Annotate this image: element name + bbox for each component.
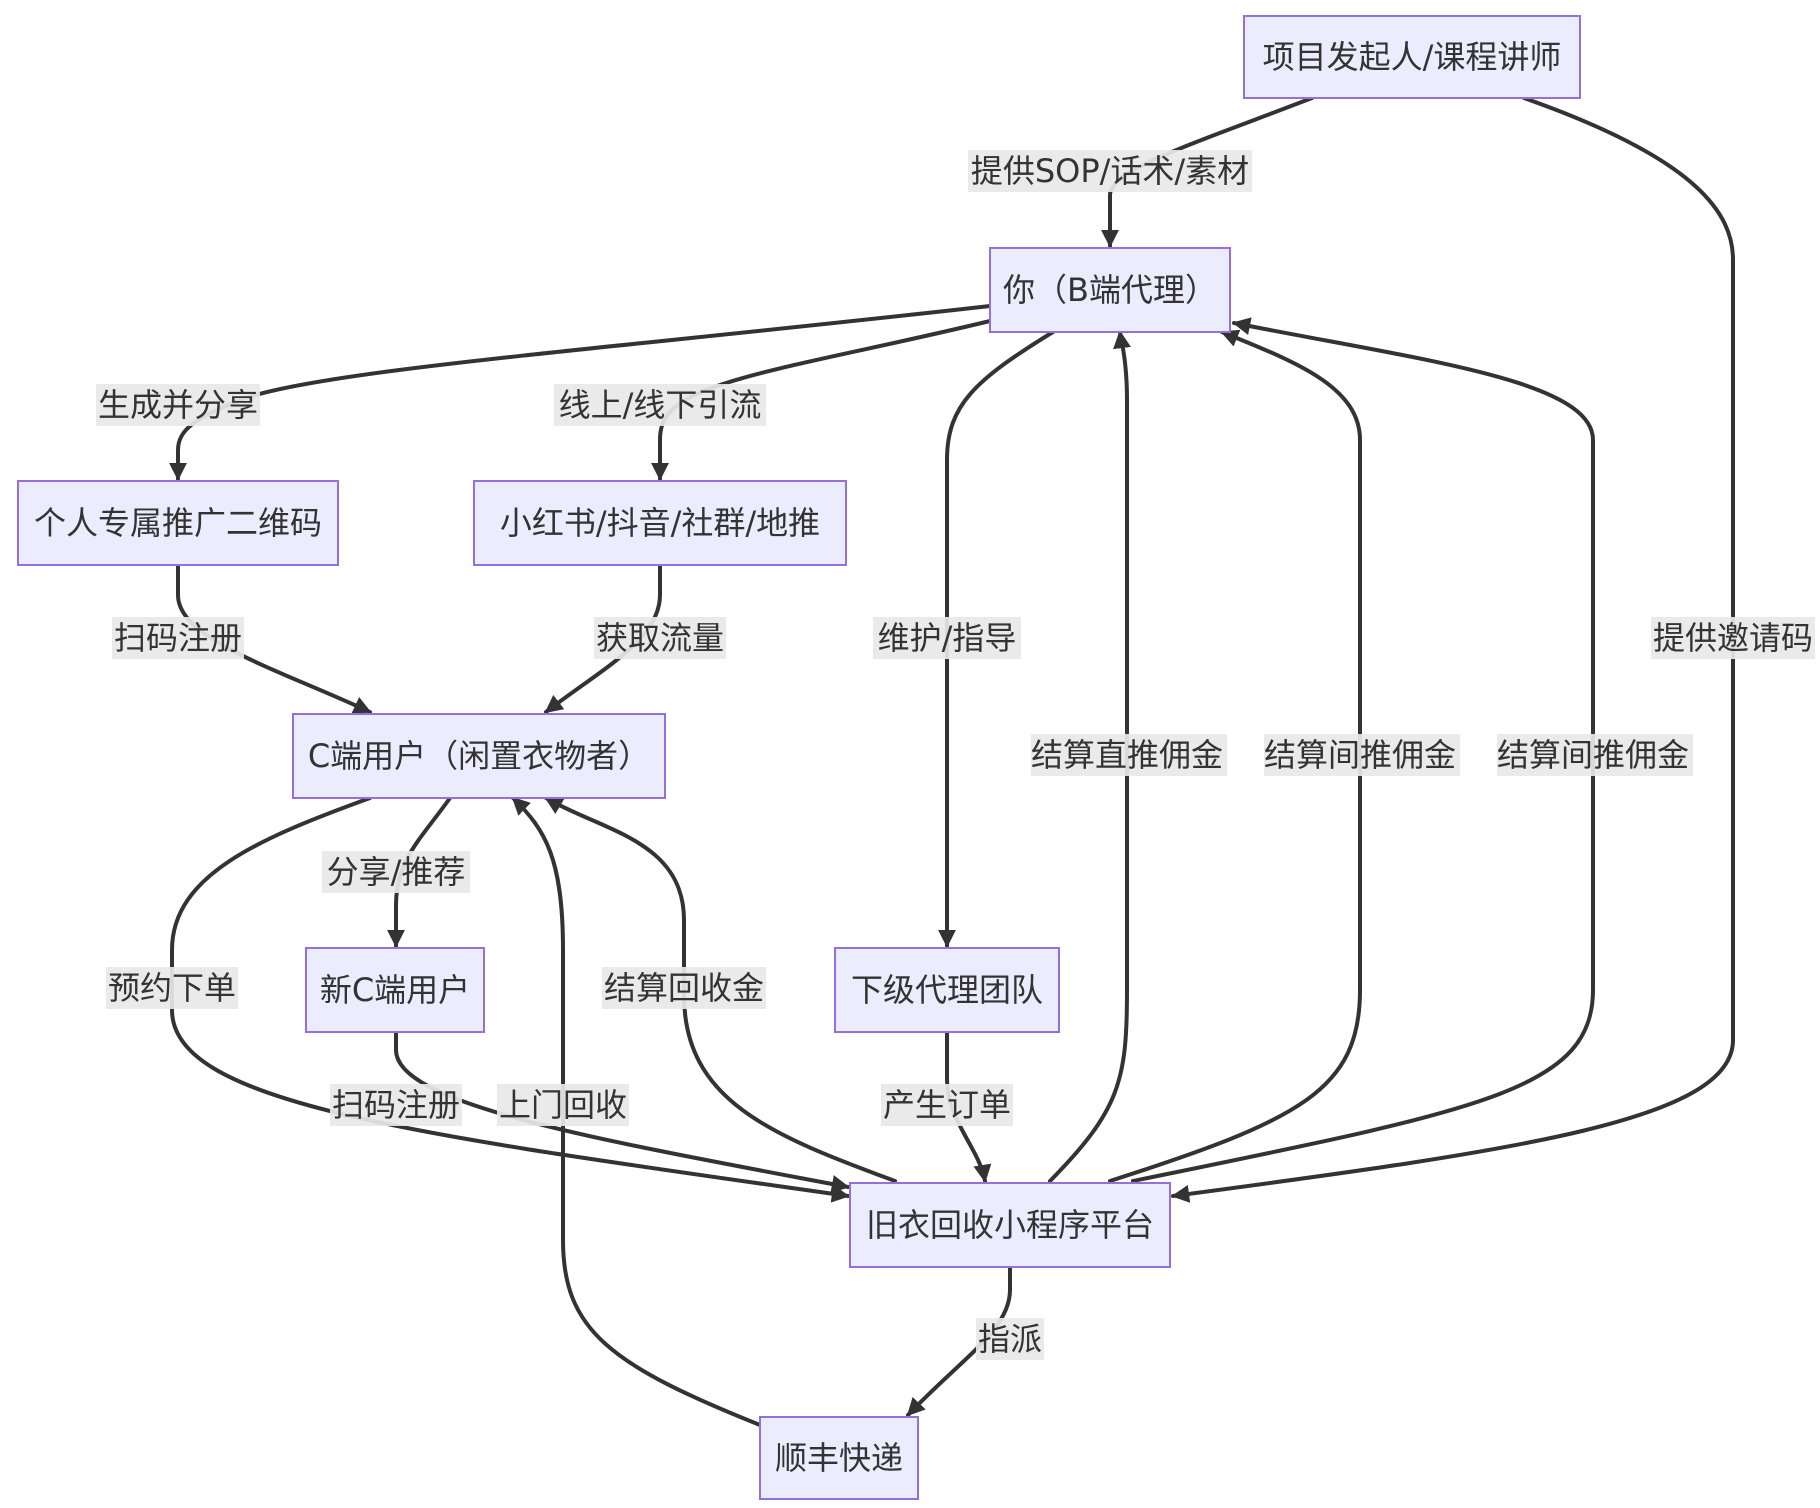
label-background (602, 967, 766, 1009)
edge-label-text: 结算间推佣金 (1264, 736, 1456, 774)
edge-label-e6: 扫码注册 (112, 617, 244, 659)
node-box (834, 947, 1060, 1033)
label-background (1651, 617, 1815, 659)
node-label: 项目发起人/课程讲师 (1263, 38, 1562, 76)
node-platform[interactable]: 旧衣回收小程序平台 (849, 1182, 1171, 1268)
edges (169, 96, 1735, 1427)
edge-label-text: 指派 (978, 1320, 1042, 1358)
edge-label-e10: 扫码注册 (330, 1084, 462, 1126)
node-newc[interactable]: 新C端用户 (305, 947, 485, 1033)
label-background (1031, 734, 1227, 776)
node-box (17, 480, 339, 566)
edge-label-e8: 分享/推荐 (322, 851, 470, 893)
node-box (759, 1416, 919, 1500)
label-background (968, 150, 1252, 192)
node-label: 个人专属推广二维码 (34, 504, 322, 542)
edge-labels: 提供SOP/话术/素材 提供邀请码 生成并分享 线上/线下引流 维护/指导 扫码… (96, 150, 1815, 1360)
label-background (1264, 734, 1460, 776)
edge-label-text: 生成并分享 (98, 386, 258, 424)
label-background (881, 1084, 1013, 1126)
node-box (989, 247, 1231, 333)
edge-label-e11: 产生订单 (881, 1084, 1013, 1126)
edge-label-text: 产生订单 (883, 1086, 1011, 1124)
edge-platform-to-agent-indirect-2 (1131, 317, 1595, 1183)
node-express[interactable]: 顺丰快递 (759, 1416, 919, 1500)
edge-label-e4: 线上/线下引流 (554, 384, 766, 426)
node-box (849, 1182, 1171, 1268)
label-background (976, 1318, 1044, 1360)
edge-label-text: 扫码注册 (114, 619, 242, 657)
node-label: 新C端用户 (320, 971, 470, 1009)
node-qrcode[interactable]: 个人专属推广二维码 (17, 480, 339, 566)
label-background (1497, 734, 1693, 776)
edge-label-e3: 生成并分享 (96, 384, 260, 426)
edge-agent-to-subteam (938, 330, 1055, 948)
edge-label-text: 扫码注册 (332, 1086, 460, 1124)
node-label: C端用户（闲置衣物者） (308, 737, 650, 775)
node-agent[interactable]: 你（B端代理） (989, 247, 1231, 333)
label-background (594, 617, 726, 659)
node-label: 顺丰快递 (775, 1439, 903, 1477)
edge-label-e9: 预约下单 (106, 967, 238, 1009)
edge-label-e1: 提供SOP/话术/素材 (968, 150, 1252, 192)
edge-label-e7: 获取流量 (594, 617, 726, 659)
node-subteam[interactable]: 下级代理团队 (834, 947, 1060, 1033)
node-initiator[interactable]: 项目发起人/课程讲师 (1243, 15, 1581, 99)
edge-label-e16: 指派 (976, 1318, 1044, 1360)
node-channels[interactable]: 小红书/抖音/社群/地推 (473, 480, 847, 566)
edge-platform-to-agent-indirect-1 (1108, 329, 1362, 1183)
label-background (554, 384, 766, 426)
node-cuser[interactable]: C端用户（闲置衣物者） (292, 713, 666, 799)
edge-label-text: 上门回收 (499, 1086, 627, 1124)
edge-label-text: 线上/线下引流 (559, 386, 762, 424)
edge-express-to-cuser (511, 796, 762, 1427)
label-background (497, 1084, 629, 1126)
edge-label-e14: 结算间推佣金 (1497, 734, 1693, 776)
edge-label-text: 获取流量 (596, 619, 724, 657)
node-label: 下级代理团队 (851, 971, 1043, 1009)
edge-platform-to-agent-direct (1048, 330, 1131, 1183)
edge-subteam-to-platform (945, 1030, 992, 1183)
label-background (330, 1084, 462, 1126)
edge-label-text: 提供邀请码 (1653, 619, 1813, 657)
edge-label-text: 结算间推佣金 (1497, 736, 1689, 774)
nodes: 项目发起人/课程讲师 你（B端代理） 个人专属推广二维码 小红书/抖音/社群/地… (17, 15, 1581, 1500)
edge-label-text: 结算回收金 (604, 969, 764, 1007)
node-box (1243, 15, 1581, 99)
edge-label-text: 预约下单 (108, 969, 236, 1007)
edge-label-e2: 提供邀请码 (1651, 617, 1815, 659)
node-box (305, 947, 485, 1033)
edge-label-e17: 上门回收 (497, 1084, 629, 1126)
edge-label-e13: 结算间推佣金 (1264, 734, 1460, 776)
label-background (873, 617, 1021, 659)
node-label: 小红书/抖音/社群/地推 (500, 504, 820, 542)
edge-label-e5: 维护/指导 (873, 617, 1021, 659)
node-box (473, 480, 847, 566)
edge-label-e15: 结算回收金 (602, 967, 766, 1009)
edge-label-text: 分享/推荐 (327, 853, 466, 891)
label-background (96, 384, 260, 426)
node-box (292, 713, 666, 799)
edge-label-e12: 结算直推佣金 (1031, 734, 1227, 776)
edge-label-text: 维护/指导 (878, 619, 1017, 657)
label-background (322, 851, 470, 893)
label-background (106, 967, 238, 1009)
label-background (112, 617, 244, 659)
node-label: 你（B端代理） (1003, 271, 1217, 309)
node-label: 旧衣回收小程序平台 (866, 1206, 1154, 1244)
edge-cuser-to-platform (170, 796, 850, 1203)
edge-label-text: 结算直推佣金 (1031, 736, 1223, 774)
edge-label-text: 提供SOP/话术/素材 (971, 152, 1249, 190)
edge-initiator-to-platform (1171, 96, 1735, 1203)
